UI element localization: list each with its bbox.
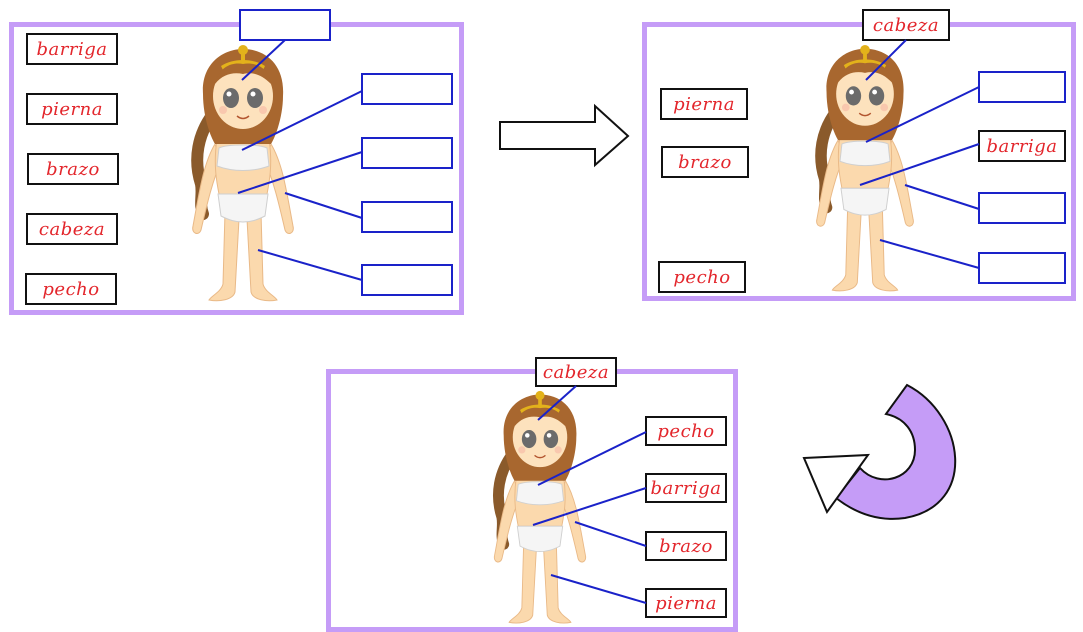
- word-card-brazo[interactable]: brazo: [661, 146, 749, 178]
- word-card-pierna[interactable]: pierna: [660, 88, 748, 120]
- blank-slot-leg[interactable]: [361, 264, 453, 296]
- word-card-pierna[interactable]: pierna: [26, 93, 118, 125]
- connector-lines: [237, 39, 980, 604]
- blank-slot-belly[interactable]: [361, 137, 453, 169]
- word-card-pecho[interactable]: pecho: [658, 261, 746, 293]
- word-card-barriga[interactable]: barriga: [26, 33, 118, 65]
- placed-label-brazo[interactable]: brazo: [645, 531, 727, 561]
- blank-slot-arm[interactable]: [978, 192, 1066, 224]
- placed-label-pecho[interactable]: pecho: [645, 416, 727, 446]
- blank-slot-chest[interactable]: [978, 71, 1066, 103]
- word-card-brazo[interactable]: brazo: [27, 153, 119, 185]
- curved-arrow-icon: [802, 383, 957, 520]
- placed-label-barriga[interactable]: barriga: [645, 473, 727, 503]
- word-card-pecho[interactable]: pecho: [25, 273, 117, 305]
- placed-label-cabeza[interactable]: cabeza: [862, 9, 950, 41]
- word-card-cabeza[interactable]: cabeza: [26, 213, 118, 245]
- placed-label-cabeza[interactable]: cabeza: [535, 357, 617, 387]
- placed-label-barriga[interactable]: barriga: [978, 130, 1066, 162]
- blank-slot-arm[interactable]: [361, 201, 453, 233]
- arrow-right-icon: [499, 103, 630, 168]
- placed-label-pierna[interactable]: pierna: [645, 588, 727, 618]
- blank-slot-chest[interactable]: [361, 73, 453, 105]
